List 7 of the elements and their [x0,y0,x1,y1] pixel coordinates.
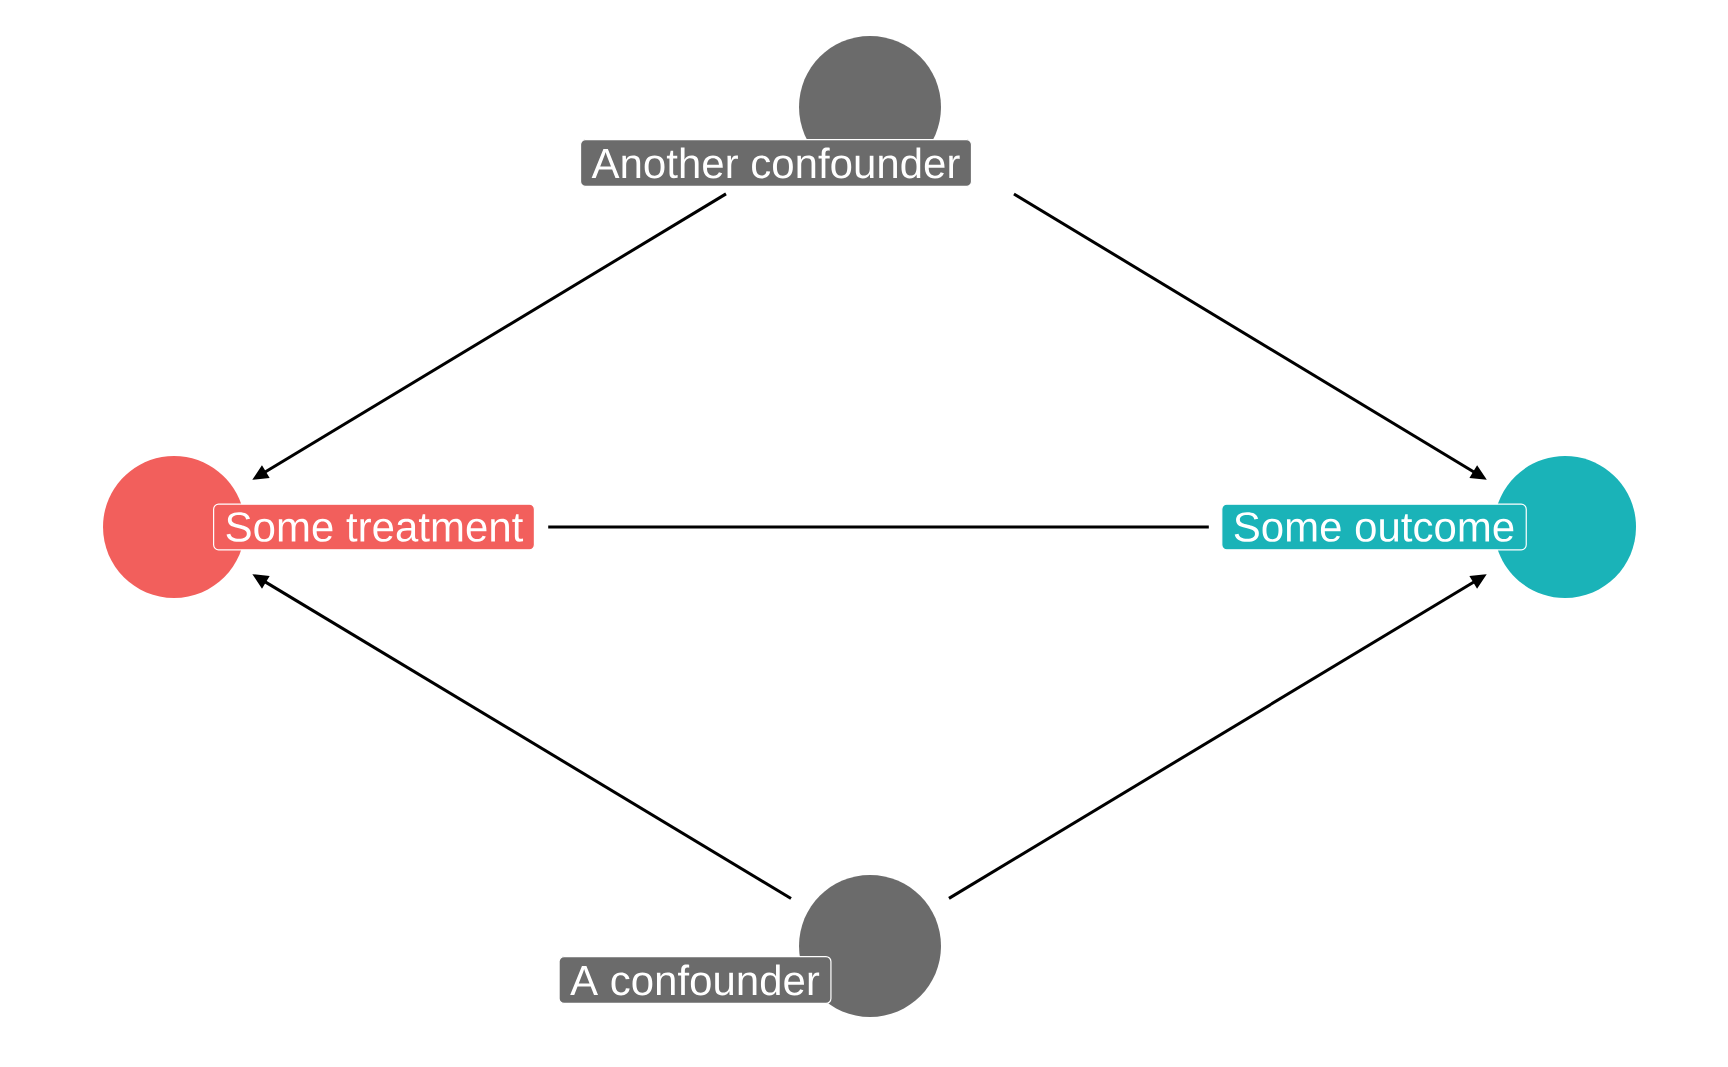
node-label: A confounder [570,964,820,996]
labeled-node: Some outcome [1221,456,1636,598]
node-label: Some treatment [226,512,524,542]
labeled-node: A confounder [558,875,941,1017]
labeled-node: Another confounder [579,36,973,187]
node-label: Some outcome [1234,512,1514,542]
labeled-node: Some treatment [103,456,535,598]
